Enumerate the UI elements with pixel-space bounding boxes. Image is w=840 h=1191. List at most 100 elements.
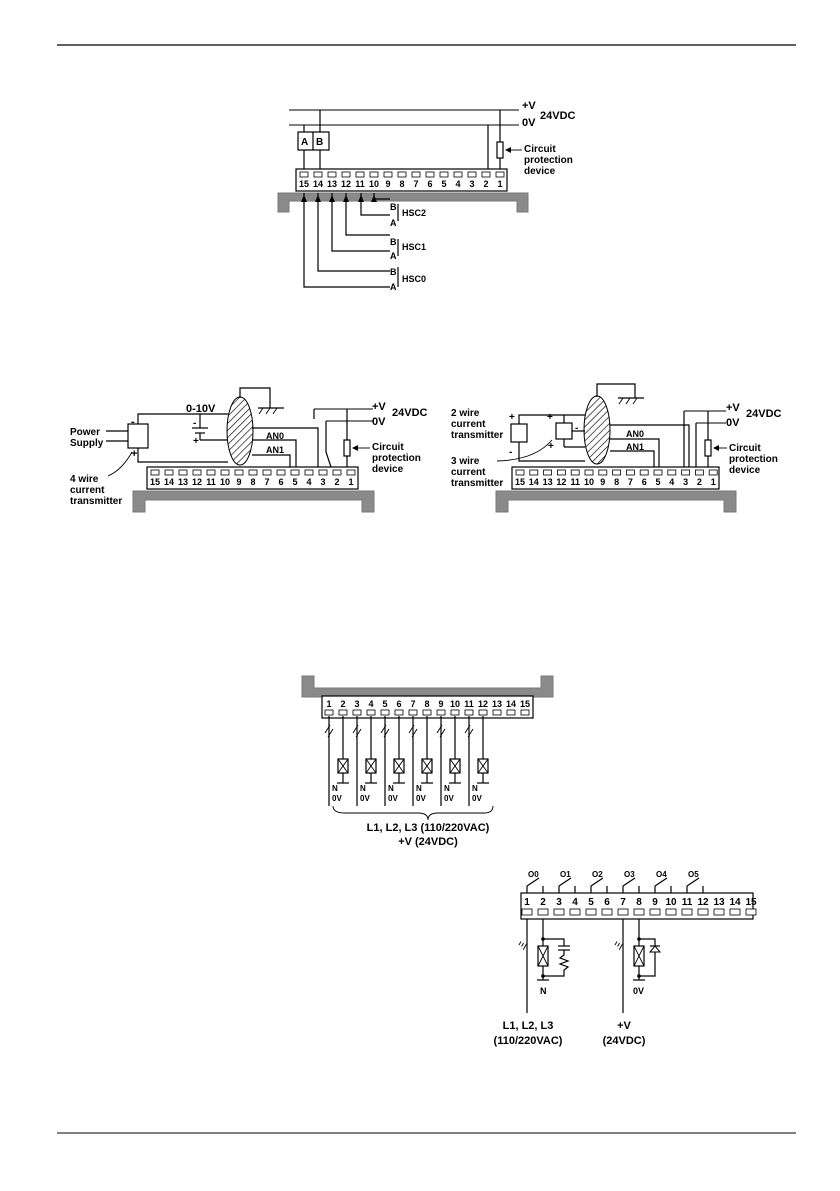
hsc1-b-label: B <box>390 237 397 247</box>
hsc-terminal-15 <box>299 171 309 178</box>
right-terminal-number: 3 <box>683 477 688 487</box>
protection-terminal-number: 13 <box>713 897 725 908</box>
encoder-a-label: A <box>301 137 308 148</box>
protection-terminal-number: 12 <box>697 897 709 908</box>
hsc-terminal-12 <box>341 171 351 178</box>
right-supply-neg: 0V <box>726 417 740 429</box>
hsc2-a-label: A <box>390 218 397 228</box>
left-terminal-number: 3 <box>320 477 325 487</box>
right-terminal-number: 9 <box>600 477 605 487</box>
hsc-terminal-7 <box>411 171 421 178</box>
left-terminal-number: 8 <box>250 477 255 487</box>
left-terminal-number: 5 <box>292 477 297 487</box>
relay-terminal-15 <box>520 709 530 716</box>
tx3-plus2: + <box>548 441 554 452</box>
hsc-terminal-5 <box>439 171 449 178</box>
left-terminal-10 <box>220 469 230 476</box>
left-terminal-6 <box>276 469 286 476</box>
analog-input-diagram-right: 2 wire current transmitter + - + - + 3 w… <box>451 383 782 513</box>
protection-terminal-2 <box>537 908 549 916</box>
right-terminal-7 <box>626 469 635 476</box>
hsc-terminal-10 <box>369 171 379 178</box>
left-terminal-number: 2 <box>334 477 339 487</box>
left-terminal-number: 13 <box>178 477 188 487</box>
hsc1-encoder: B A HSC1 <box>390 237 426 261</box>
transmitter-label-2: current <box>70 485 105 496</box>
right-terminal-number: 15 <box>515 477 525 487</box>
tx3-minus: - <box>575 423 578 434</box>
load-zero-label: 0V <box>388 794 398 803</box>
hsc2-label: HSC2 <box>402 208 426 218</box>
relay-terminal-4 <box>366 709 376 716</box>
right-terminal-number: 13 <box>543 477 553 487</box>
protection-terminal-8 <box>633 908 645 916</box>
protection-label-2: protection <box>524 155 573 166</box>
relay-terminal-number: 8 <box>424 699 429 709</box>
hsc-terminal-8 <box>397 171 407 178</box>
hsc-terminal-1 <box>495 171 505 178</box>
right-terminal-10 <box>584 469 594 476</box>
protection-terminal-15 <box>745 908 757 916</box>
relay-terminal-number: 9 <box>438 699 443 709</box>
right-supply-voltage: 24VDC <box>746 408 782 420</box>
hsc-wiring-diagram: +V 0V 24VDC A B Circuit protection devic… <box>277 100 576 292</box>
right-terminal-number: 5 <box>655 477 660 487</box>
right-terminal-9 <box>598 469 608 476</box>
relay-terminal-12 <box>478 709 488 716</box>
protection-terminal-number: 2 <box>540 897 546 908</box>
output-contact-label: O4 <box>656 870 667 879</box>
hsc-terminal-13 <box>327 171 337 178</box>
load-neutral-label: N <box>472 784 478 793</box>
three-wire-label-1: 3 wire <box>451 456 480 467</box>
hsc-terminal-9 <box>383 171 393 178</box>
output-contact-label: O0 <box>528 870 539 879</box>
an0-label: AN0 <box>266 431 284 441</box>
relay-terminal-8 <box>422 709 432 716</box>
left-protection-1: Circuit <box>372 442 404 453</box>
protection-terminal-9 <box>649 908 661 916</box>
hsc-terminal-6 <box>425 171 435 178</box>
relay-terminal-number: 7 <box>410 699 415 709</box>
hsc1-label: HSC1 <box>402 242 426 252</box>
protection-terminal-3 <box>553 908 565 916</box>
hsc-terminal-3 <box>467 171 477 178</box>
protection-terminal-number: 10 <box>665 897 677 908</box>
left-terminal-9 <box>234 469 244 476</box>
right-terminal-number: 2 <box>697 477 702 487</box>
ps-plus-label: + <box>131 448 137 460</box>
protection-terminal-number: 15 <box>745 897 757 908</box>
left-supply-neg-label: 0V <box>372 416 386 428</box>
left-supply-voltage-label: 24VDC <box>392 407 428 419</box>
left-terminal-number: 1 <box>348 477 353 487</box>
left-terminal-2 <box>332 469 342 476</box>
left-terminal-15 <box>150 469 160 476</box>
hsc-terminal-number: 6 <box>427 179 432 189</box>
protection-terminal-5 <box>585 908 597 916</box>
right-terminal-number: 8 <box>614 477 619 487</box>
supply-voltage-label: 24VDC <box>540 110 576 122</box>
tx3-plus: + <box>547 412 553 423</box>
three-wire-label-2: current <box>451 467 486 478</box>
load-neutral-label: N <box>444 784 450 793</box>
relay-terminal-number: 13 <box>492 699 502 709</box>
relay-terminal-7 <box>408 709 418 716</box>
left-terminal-4 <box>304 469 314 476</box>
source-minus-label: - <box>193 418 196 429</box>
right-terminal-13 <box>543 469 552 476</box>
right-terminal-3 <box>681 469 690 476</box>
left-terminal-number: 14 <box>164 477 174 487</box>
right-terminal-4 <box>667 469 677 476</box>
right-terminal-number: 11 <box>570 477 580 487</box>
relay-terminal-number: 15 <box>520 699 530 709</box>
protection-terminal-number: 4 <box>572 897 578 908</box>
hsc-terminal-number: 2 <box>483 179 488 189</box>
relay-terminal-number: 2 <box>340 699 345 709</box>
relay-terminal-number: 4 <box>368 699 373 709</box>
two-wire-label-1: 2 wire <box>451 408 480 419</box>
right-terminal-1 <box>708 469 718 476</box>
